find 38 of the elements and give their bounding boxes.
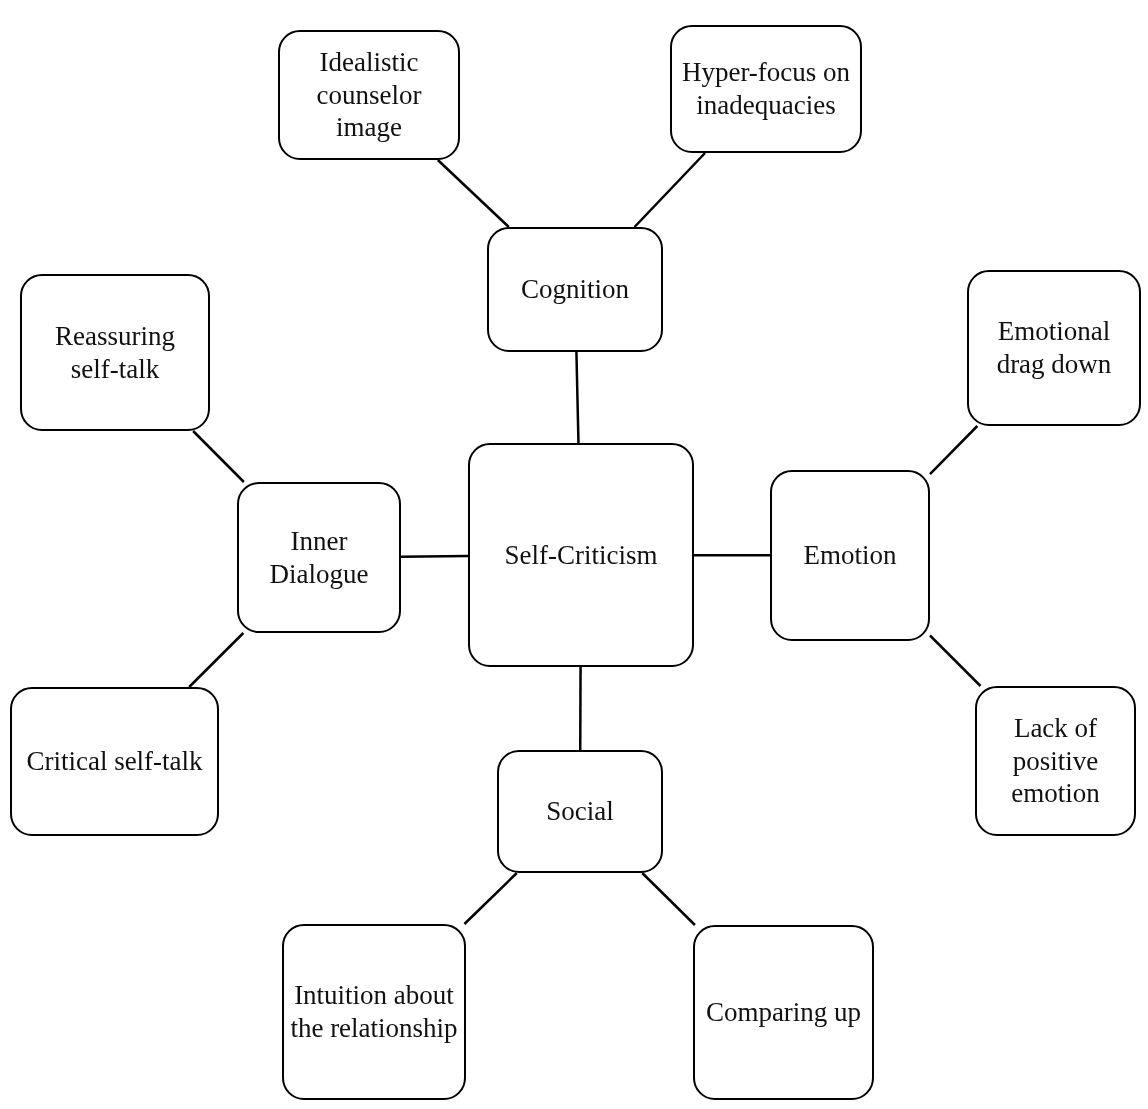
box-label: Critical self-talk [26, 745, 203, 778]
connector-line [633, 152, 706, 228]
connector-line [641, 872, 696, 926]
topic-box [693, 925, 874, 1100]
connector-line [694, 553, 770, 557]
topic-box [282, 924, 466, 1100]
box-label: Cognition [521, 273, 629, 306]
connector-line [192, 430, 245, 483]
topic-box [975, 686, 1136, 836]
connector-line [401, 554, 468, 558]
box-label: Social [546, 795, 614, 828]
connector-line [575, 351, 580, 444]
box-label: Lack of positive emotion [1010, 711, 1101, 811]
box-label: Emotional drag down [995, 315, 1113, 381]
topic-box [967, 270, 1141, 426]
topic-box [10, 687, 219, 836]
topic-box [770, 470, 930, 641]
box-label: Hyper-focus on inadequacies [680, 56, 852, 122]
connector-line [579, 667, 582, 750]
connector-line [188, 632, 245, 688]
connector-line [437, 159, 510, 228]
box-label: Intuition about the relationship [290, 979, 458, 1045]
topic-box [487, 227, 663, 352]
connector-line [929, 425, 979, 475]
box-label: Idealistic counselor image [315, 45, 423, 145]
topic-box [670, 25, 862, 153]
topic-box [468, 443, 694, 667]
topic-box [237, 482, 401, 633]
box-label: Emotion [803, 539, 897, 572]
topic-box [20, 274, 210, 431]
topic-box [278, 30, 460, 160]
box-label: Comparing up [705, 996, 862, 1029]
connector-line [929, 634, 982, 687]
connector-line [463, 872, 518, 925]
box-label: Reassuring self-talk [54, 319, 176, 386]
topic-box [497, 750, 663, 873]
box-label: Self-Criticism [504, 538, 658, 572]
box-label: Inner Dialogue [268, 524, 370, 591]
